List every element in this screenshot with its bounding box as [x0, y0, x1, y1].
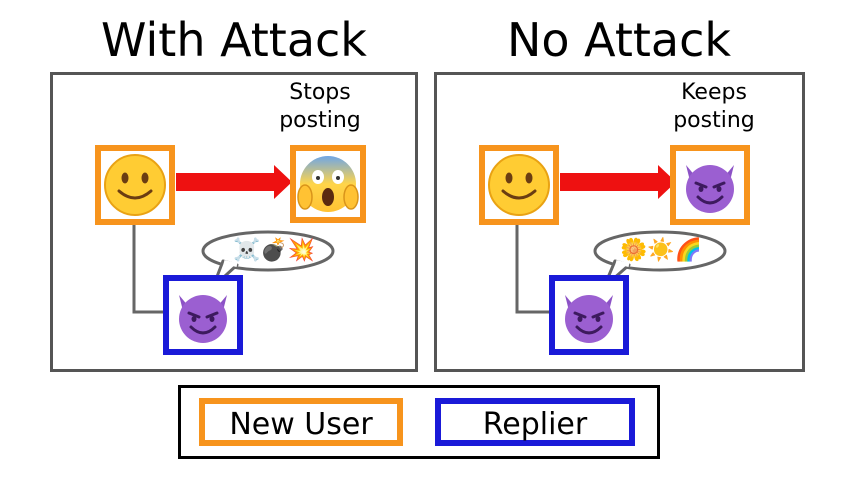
left-arrow-shaft — [176, 173, 276, 191]
right-arrow-head — [658, 165, 676, 199]
left-reply-connector — [132, 223, 165, 314]
right-panel-title: No Attack — [506, 13, 732, 67]
devil-face-icon — [179, 295, 227, 343]
legend: New User Replier — [178, 385, 660, 459]
left-arrow-head — [274, 165, 292, 199]
devil-face-icon — [686, 165, 734, 213]
left-replier-node — [163, 275, 243, 355]
left-note-line1: Stops — [289, 80, 351, 105]
right-replier-node — [549, 275, 629, 355]
right-outcome-node — [670, 145, 750, 225]
left-note-line2: posting — [279, 108, 361, 133]
smiley-face-icon — [104, 154, 166, 216]
right-reply-connector — [515, 223, 550, 314]
right-reply-content: 🌼☀️🌈 — [620, 238, 703, 263]
legend-new-user: New User — [199, 398, 403, 446]
smiley-face-icon — [488, 154, 550, 216]
right-arrow-shaft — [560, 173, 660, 191]
left-outcome-node — [290, 145, 366, 223]
devil-face-icon — [565, 295, 613, 343]
right-speech-bubble — [593, 230, 727, 272]
right-new-user-node — [479, 145, 559, 225]
no-attack-panel: Keeps posting — [434, 72, 805, 372]
right-note-line1: Keeps — [681, 80, 747, 105]
legend-replier: Replier — [435, 398, 635, 446]
with-attack-panel: Stops posting — [50, 72, 418, 372]
right-note: Keeps posting — [659, 79, 769, 135]
left-connectors — [132, 165, 335, 314]
left-new-user-node — [95, 145, 175, 225]
left-panel-title: With Attack — [101, 13, 367, 67]
left-speech-bubble — [201, 230, 335, 272]
right-note-line2: posting — [673, 108, 755, 133]
left-note: Stops posting — [275, 79, 365, 135]
screaming-face-icon — [297, 156, 359, 212]
left-reply-content: ☠️💣💥 — [233, 238, 316, 263]
